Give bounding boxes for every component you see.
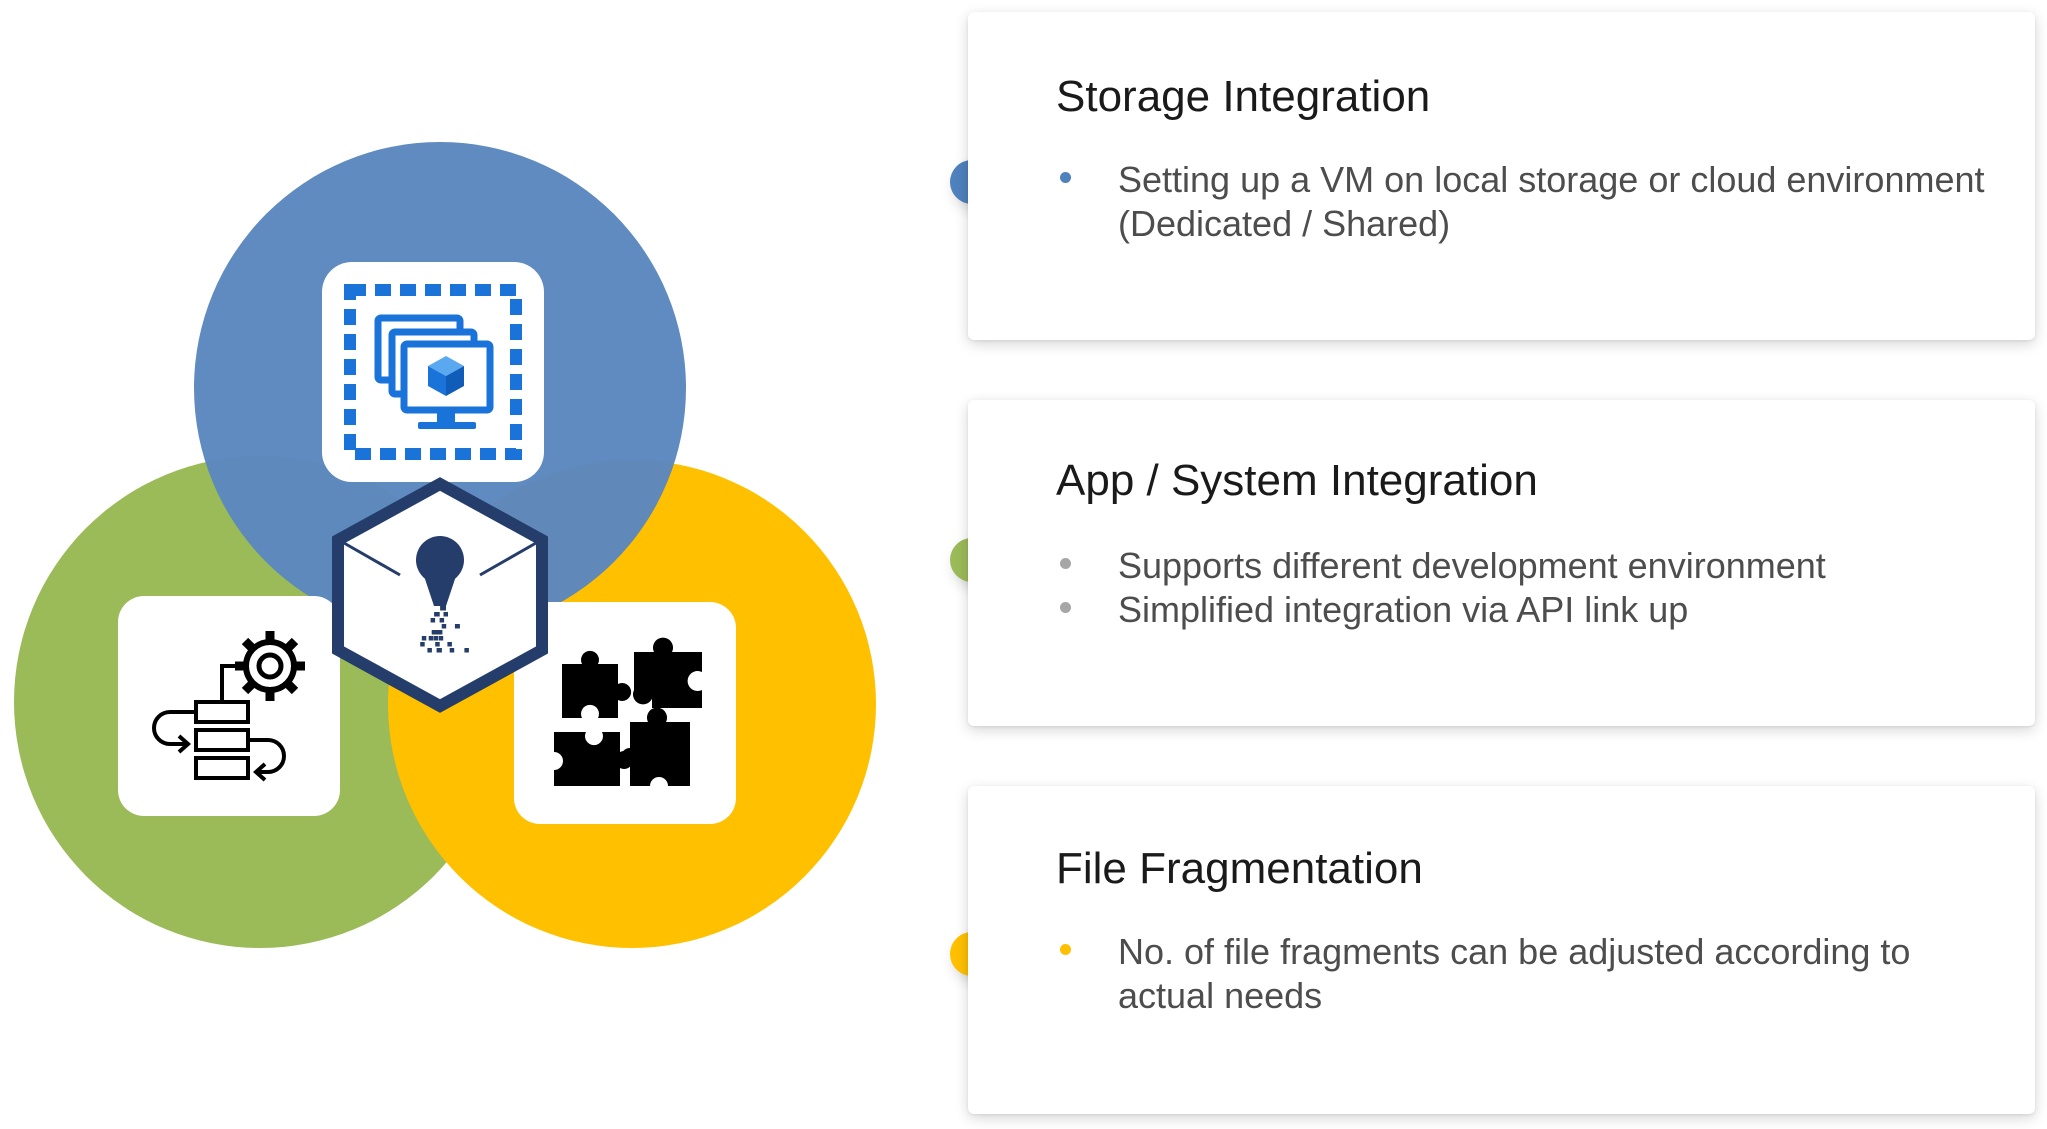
fragment-square (437, 648, 442, 653)
bullet-dot (1060, 944, 1071, 955)
bullet-text: Setting up a VM on local storage or clou… (1118, 159, 1985, 244)
fragment-square (428, 636, 434, 641)
fragment-square (427, 648, 432, 653)
bullet-item: Setting up a VM on local storage or clou… (1060, 158, 1995, 246)
venn-diagram (14, 142, 876, 948)
fragment-square (420, 642, 425, 647)
fragment-square (441, 606, 446, 611)
card-title: File Fragmentation (1056, 844, 1423, 893)
card-file-fragmentation: File Fragmentation No. of file fragments… (968, 786, 2035, 1114)
fragment-square (441, 624, 447, 629)
bullet-text: Supports different development environme… (1118, 545, 1826, 586)
workflow-gear-icon (118, 596, 340, 816)
bullet-item: Supports different development environme… (1060, 544, 1995, 588)
fragment-square (430, 618, 436, 623)
fragment-square (464, 648, 469, 653)
fragment-square (440, 600, 446, 605)
bullet-list: Setting up a VM on local storage or clou… (1060, 158, 1995, 246)
fragment-square (447, 642, 452, 647)
fragmented-file-hexagon-icon (332, 477, 548, 713)
fragment-square (433, 636, 439, 641)
fragment-square (437, 630, 443, 635)
bullet-dot (1060, 172, 1071, 183)
bullet-list: No. of file fragments can be adjusted ac… (1060, 930, 1995, 1018)
fragment-square (443, 612, 448, 617)
bullet-text: Simplified integration via API link up (1118, 589, 1689, 630)
bullet-item: No. of file fragments can be adjusted ac… (1060, 930, 1995, 1018)
card-app-system-integration: App / System Integration Supports differ… (968, 400, 2035, 726)
virtual-machine-icon (322, 262, 544, 482)
fragment-square (439, 618, 445, 623)
fragment-square (449, 648, 455, 653)
bullet-list: Supports different development environme… (1060, 544, 1995, 632)
bullet-dot (1060, 558, 1071, 569)
bullet-dot (1060, 602, 1071, 613)
bullet-text: No. of file fragments can be adjusted ac… (1118, 931, 1911, 1016)
card-title: App / System Integration (1056, 456, 1538, 505)
fragment-square (435, 642, 440, 647)
bullet-item: Simplified integration via API link up (1060, 588, 1995, 632)
fragment-square (434, 612, 439, 617)
card-title: Storage Integration (1056, 72, 1431, 121)
fragment-square (421, 636, 427, 641)
card-storage-integration: Storage Integration Setting up a VM on l… (968, 12, 2035, 340)
fragment-square (433, 630, 439, 635)
puzzle-pieces-icon (514, 602, 736, 824)
fragment-square (454, 624, 460, 629)
fragment-square (438, 636, 444, 641)
